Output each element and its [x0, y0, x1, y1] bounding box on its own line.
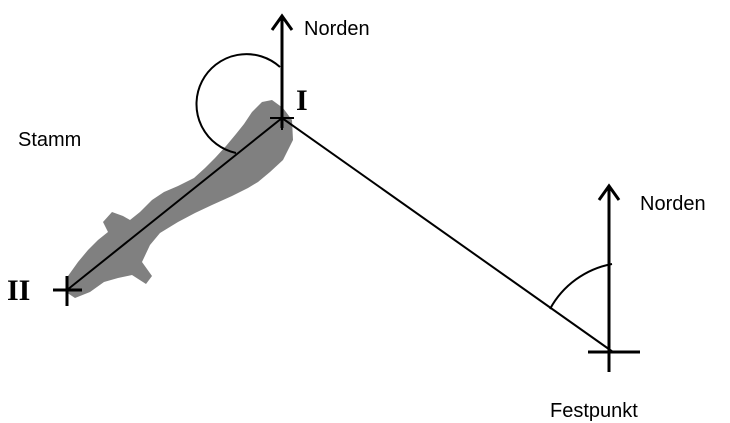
point-one-label: I [296, 84, 308, 117]
north-label-top: Norden [304, 18, 370, 40]
north-arrow-right-head [597, 183, 621, 201]
angle-arc-fixed-point [549, 263, 613, 310]
north-arrow-top-head [270, 13, 294, 31]
line-point-one-to-fixed-point [281, 117, 614, 353]
north-label-right: Norden [640, 193, 706, 215]
point-one-marker [270, 108, 294, 130]
fixed-point-label: Festpunkt [550, 400, 638, 422]
point-two-marker [53, 276, 82, 306]
angle-arc-point-one [195, 53, 281, 154]
trunk-label: Stamm [18, 129, 81, 151]
line-point-one-to-two [66, 117, 283, 291]
point-two-label: II [7, 274, 30, 307]
